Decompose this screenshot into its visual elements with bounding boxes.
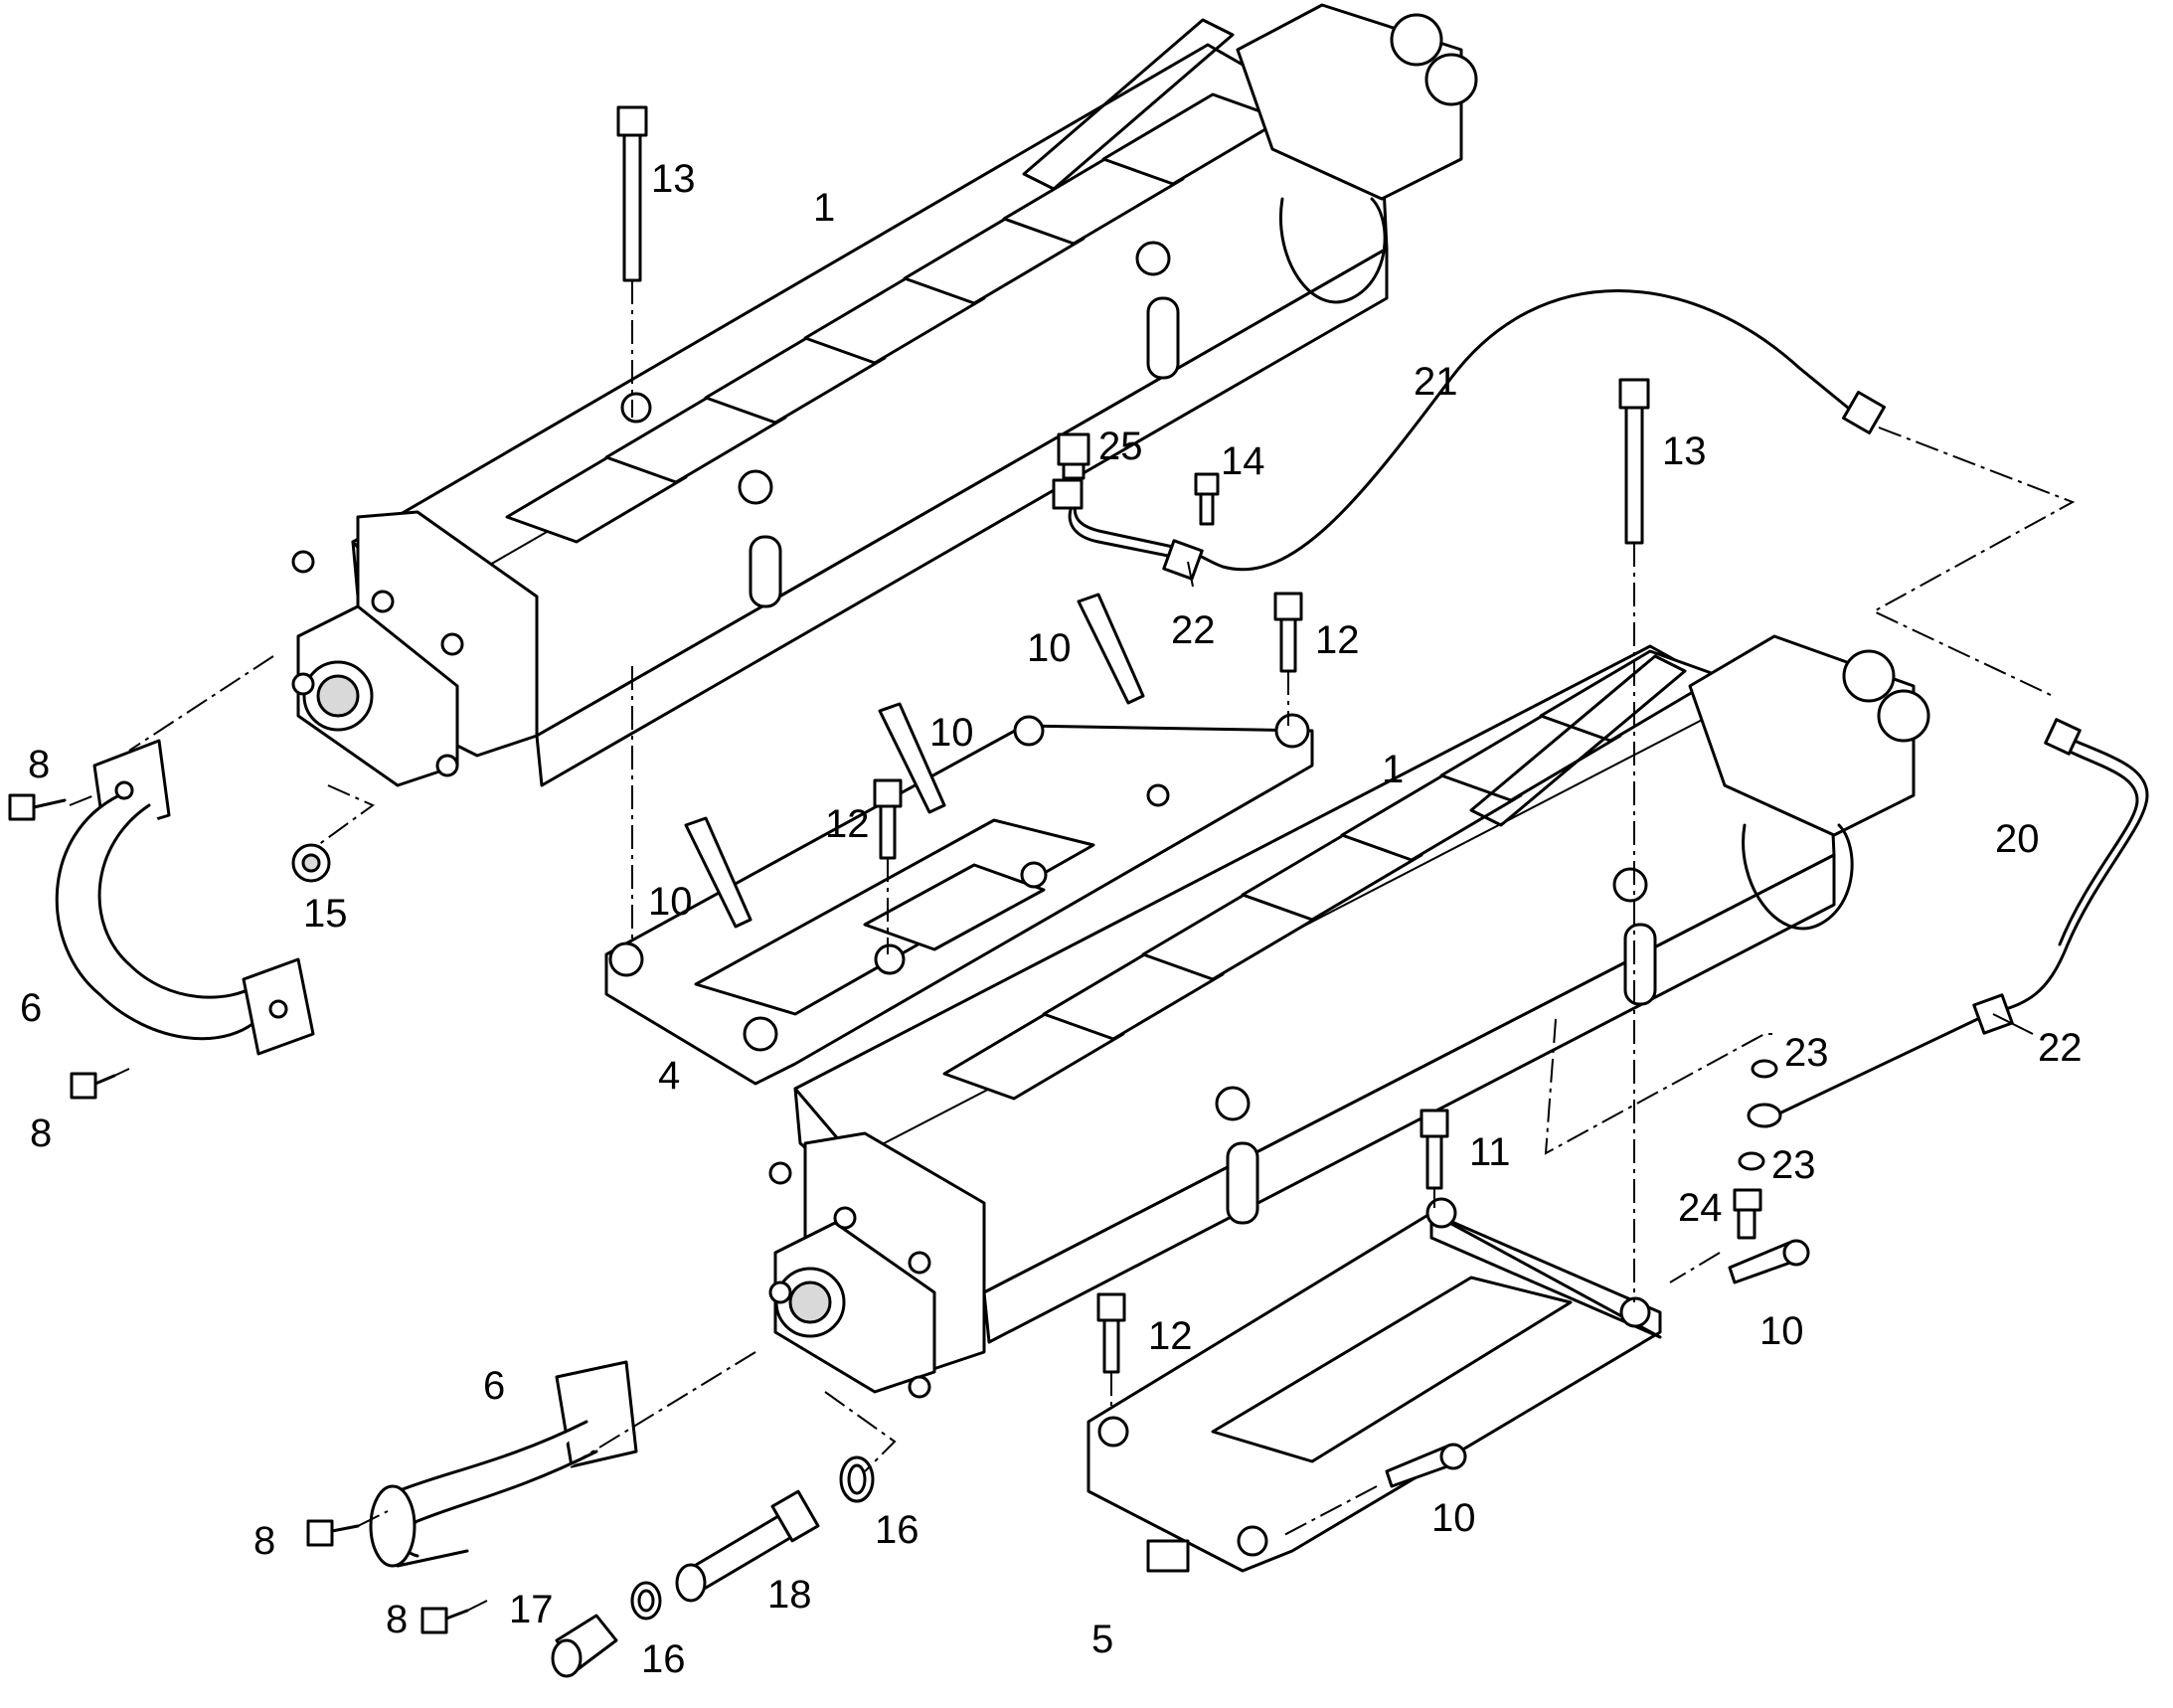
flex-hose-left (55, 739, 315, 1056)
callout-8-b: 8 (30, 1111, 52, 1155)
bolt-13-right (1618, 378, 1650, 545)
callout-11: 11 (1469, 1130, 1511, 1174)
callout-6-left: 6 (20, 986, 42, 1030)
bolt-8-d (420, 1607, 469, 1634)
washer-16-b (630, 1581, 662, 1621)
washer-16-a (839, 1455, 875, 1503)
bracket-top (604, 713, 1314, 1086)
callout-20: 20 (1995, 817, 2040, 861)
callout-13-top: 13 (651, 157, 696, 201)
callout-8-c: 8 (253, 1519, 275, 1563)
callout-leaders (1187, 561, 2034, 1035)
seal-23-a (1751, 1059, 1778, 1079)
pipe-18 (675, 1489, 820, 1603)
callout-13-right: 13 (1662, 429, 1707, 473)
callout-10-c: 10 (648, 880, 693, 924)
callouts: 1 1 4 5 6 6 8 8 8 8 10 10 10 10 10 11 12… (20, 157, 2083, 1681)
bolt-11 (1420, 1109, 1449, 1190)
bolt-13-top (616, 105, 648, 282)
flex-hose-bottom (369, 1360, 638, 1568)
bolt-10-d (1728, 1239, 1810, 1284)
callout-12-c: 12 (1148, 1314, 1193, 1358)
seal-23-b (1738, 1151, 1765, 1171)
cooler-bottom-ribs (942, 649, 1722, 1101)
callout-10-a: 10 (1027, 626, 1072, 670)
bolt-14 (1194, 472, 1220, 526)
bolt-10-b (878, 702, 946, 814)
adapter-25 (1057, 432, 1090, 480)
callout-16-b: 16 (641, 1637, 686, 1681)
callout-15: 15 (303, 892, 348, 936)
pipe-line-21 (1052, 289, 1886, 581)
callout-8-d: 8 (386, 1598, 408, 1641)
bolt-8-a (8, 793, 67, 821)
callout-22-b: 22 (2038, 1026, 2083, 1070)
callout-25: 25 (1098, 425, 1143, 468)
banjo-24 (1733, 1188, 1762, 1240)
bolt-12-a (1273, 592, 1303, 673)
callout-16-a: 16 (875, 1508, 919, 1552)
callout-23-b: 23 (1771, 1143, 1816, 1187)
bolt-8-c (306, 1519, 360, 1547)
callout-22-a: 22 (1171, 608, 1216, 652)
callout-1-bottom: 1 (1382, 748, 1404, 791)
callout-8-a: 8 (28, 743, 50, 786)
cooler-top-ribs (505, 92, 1284, 544)
egr-cooler-bottom (768, 634, 1930, 1399)
callout-6-bottom: 6 (483, 1364, 505, 1408)
callout-14: 14 (1221, 439, 1265, 483)
callout-12-b: 12 (825, 802, 870, 846)
callout-1-top: 1 (813, 186, 835, 230)
callout-23-a: 23 (1784, 1031, 1829, 1075)
bolt-12-c (1096, 1292, 1126, 1374)
bolt-8-b (70, 1072, 116, 1100)
bolt-10-c (684, 816, 752, 929)
callout-24: 24 (1678, 1186, 1723, 1230)
callout-10-d: 10 (1759, 1309, 1804, 1353)
callout-18: 18 (767, 1573, 812, 1617)
plug-15 (291, 843, 331, 883)
callout-5: 5 (1091, 1618, 1113, 1661)
callout-4: 4 (658, 1054, 680, 1098)
bolt-10-a (1077, 593, 1145, 705)
callout-21: 21 (1414, 360, 1458, 404)
callout-17: 17 (509, 1588, 554, 1631)
assembly-lines (69, 280, 2076, 1612)
callout-10-b: 10 (929, 711, 974, 755)
egr-cooler-top (291, 3, 1478, 787)
bolt-10-e (1385, 1443, 1467, 1488)
union-17 (551, 1614, 618, 1678)
callout-10-e: 10 (1431, 1496, 1476, 1540)
callout-12-a: 12 (1315, 618, 1360, 662)
bracket-bottom (1086, 1197, 1662, 1573)
